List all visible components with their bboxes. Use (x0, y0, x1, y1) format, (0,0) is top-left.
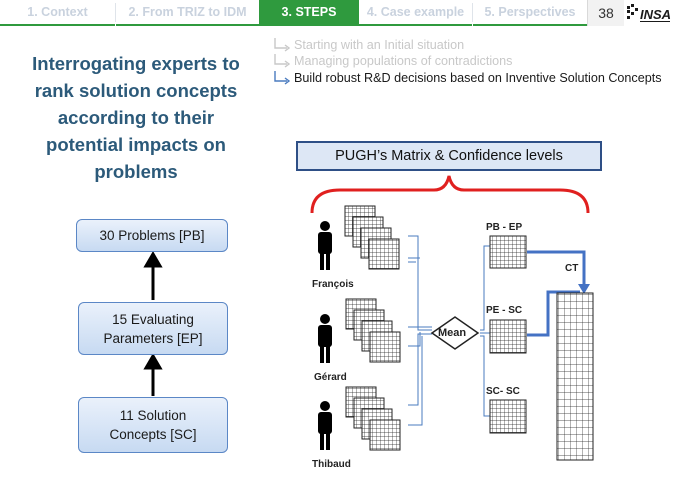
ct-label: CT (565, 263, 579, 274)
expert-matrix (368, 238, 400, 270)
parameters-line1: 15 Evaluating (112, 311, 194, 327)
parameters-box: 15 Evaluating Parameters [EP] (78, 302, 228, 355)
tab-steps[interactable]: 3. STEPS (259, 0, 359, 26)
matrix-label: PB - EP (486, 222, 523, 233)
mean-diamond (430, 316, 480, 350)
tab-perspectives[interactable]: 5. Perspectives (473, 0, 587, 26)
step-label: Build robust R&D decisions based on Inve… (294, 71, 662, 85)
solutions-line1: 11 Solution (119, 408, 187, 423)
ct-arrows (527, 250, 586, 337)
tab-divider (472, 3, 473, 22)
page-number: 38 (587, 0, 624, 26)
tab-case-example[interactable]: 4. Case example (359, 0, 472, 26)
section-tab-bar: 1. Context 2. From TRIZ to IDM 3. STEPS … (0, 0, 673, 26)
pugh-matrix-title: PUGH’s Matrix & Confidence levels (296, 141, 602, 171)
problems-box: 30 Problems [PB] (76, 219, 228, 252)
expert-label: François (312, 279, 354, 290)
tab-divider (115, 3, 116, 22)
expert-label: Gérard (314, 372, 347, 383)
expert-figures (318, 221, 332, 450)
svg-text:INSA: INSA (640, 7, 671, 22)
bent-arrow-icon (272, 38, 292, 57)
tab-from-triz-to-idm[interactable]: 2. From TRIZ to IDM (116, 0, 259, 26)
expert-matrix (369, 331, 401, 363)
red-brace (310, 175, 590, 214)
matrix-label: PE - SC (486, 305, 523, 316)
connector-lines (408, 235, 490, 426)
bent-arrow-icon (272, 54, 292, 73)
ct-matrix (556, 292, 594, 461)
step-label: Managing populations of contradictions (294, 54, 513, 68)
matrix-pb-ep (489, 235, 527, 269)
mean-label: Mean (438, 327, 467, 339)
person-icon (318, 314, 332, 363)
matrix-label: SC- SC (486, 386, 520, 397)
step-label: Starting with an Initial situation (294, 38, 465, 52)
ct-arrowhead (578, 284, 590, 294)
expert-label: Thibaud (312, 459, 351, 470)
person-icon (318, 221, 332, 270)
matrix-pe-sc (489, 319, 527, 354)
person-icon (318, 401, 332, 450)
expert-matrix (369, 419, 401, 451)
solutions-box: 11 Solution Concepts [SC] (78, 397, 228, 453)
matrix-sc-sc (489, 399, 527, 434)
tab-context[interactable]: 1. Context (0, 0, 115, 26)
insa-logo: INSA (623, 0, 673, 26)
slide-heading: Interrogating experts to rank solution c… (32, 53, 240, 182)
solutions-line2: Concepts [SC] (109, 427, 197, 442)
parameters-line2: Parameters [EP] (103, 330, 203, 346)
bent-arrow-icon (272, 71, 292, 90)
